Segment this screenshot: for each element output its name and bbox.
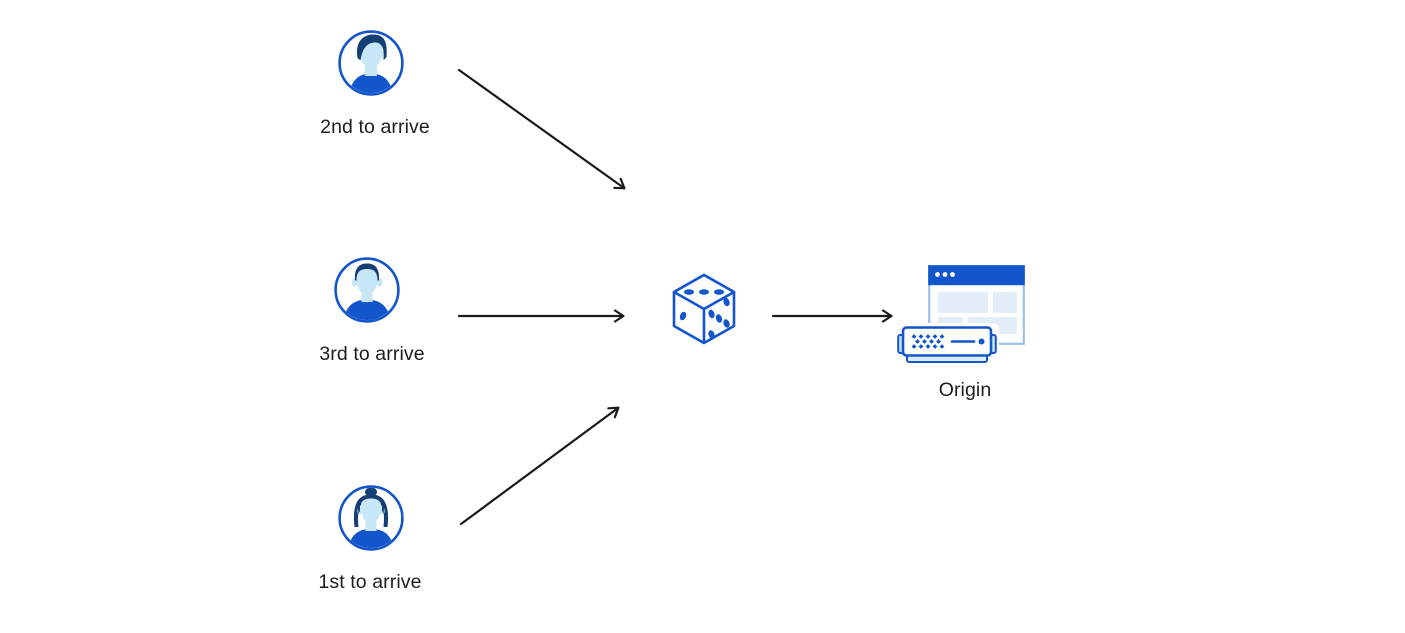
male-avatar-quiff-icon [338, 30, 404, 96]
dice-icon [670, 271, 738, 351]
female-avatar-bun-icon [338, 485, 404, 551]
user-label-2nd: 2nd to arrive [320, 116, 430, 138]
arrow-user1st-to-dice [459, 406, 620, 526]
user-label-3rd: 3rd to arrive [319, 343, 425, 365]
male-avatar-crop-icon [334, 257, 400, 323]
user-node-3rd [334, 257, 400, 323]
origin-server-icon [895, 323, 999, 367]
origin-label: Origin [938, 379, 992, 401]
user-node-2nd [338, 30, 404, 96]
arrow-user2nd-to-dice [457, 68, 626, 190]
user-label-1st: 1st to arrive [318, 571, 422, 593]
user-node-1st [338, 485, 404, 551]
